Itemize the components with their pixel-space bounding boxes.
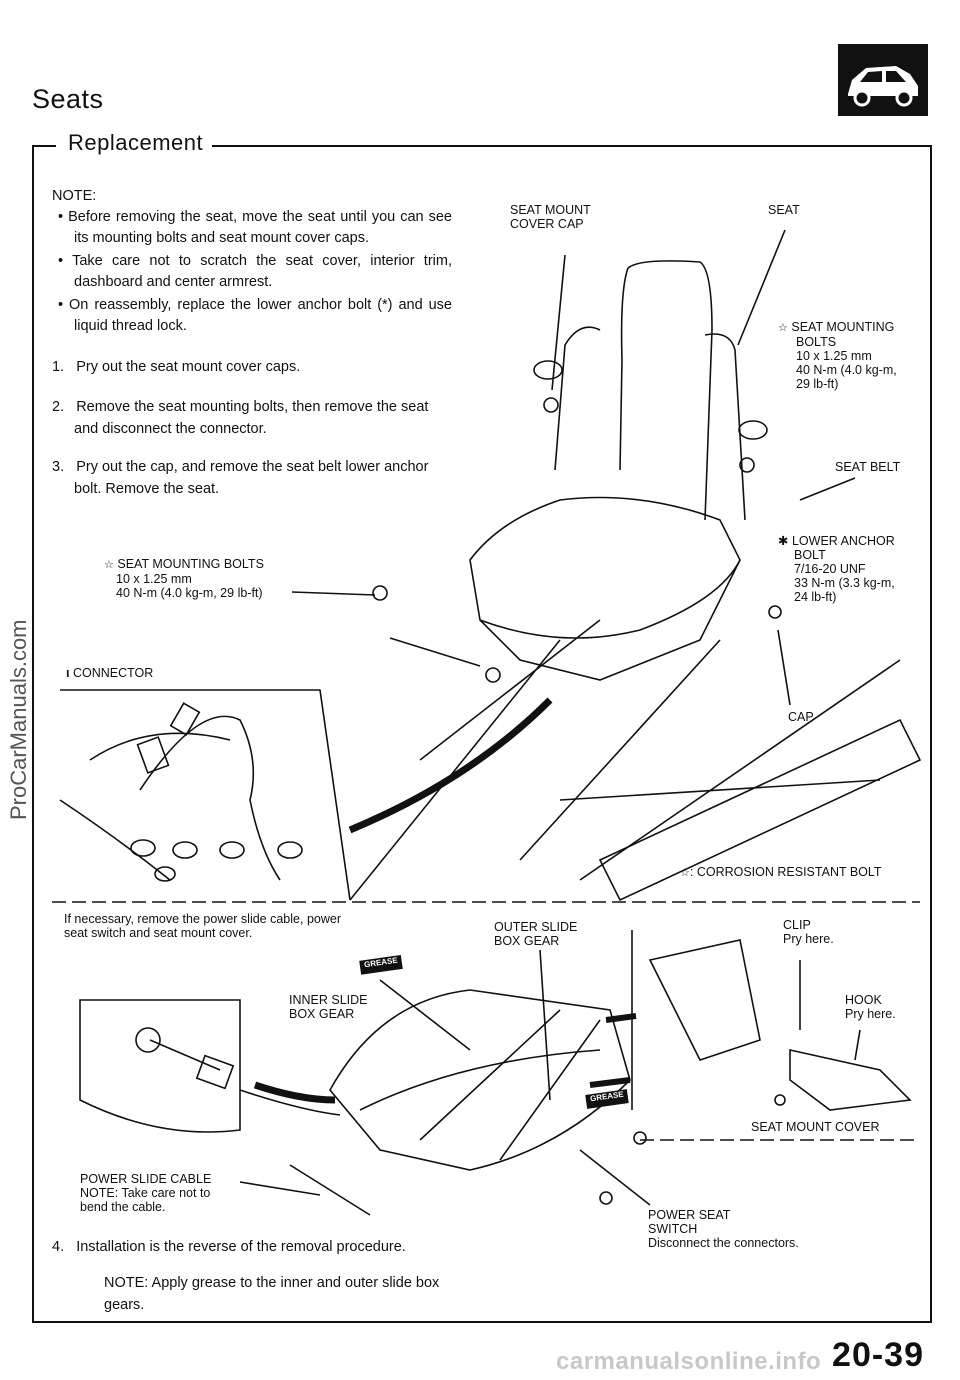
step-4: 4. Installation is the reverse of the re… <box>52 1239 406 1255</box>
final-note: NOTE: Apply grease to the inner and oute… <box>104 1275 440 1313</box>
step-1: 1. Pry out the seat mount cover caps. <box>52 359 301 375</box>
label-power-slide-note: If necessary, remove the power slide cab… <box>64 912 341 940</box>
label-seat: SEAT <box>768 203 800 217</box>
note-heading: NOTE: <box>52 188 97 204</box>
label-cap: CAP <box>788 710 814 724</box>
label-lower-anchor-bolt: ✱ LOWER ANCHOR BOLT 7/16-20 UNF 33 N-m (… <box>778 534 895 604</box>
note-bullet: • Take care not to scratch the seat cove… <box>58 253 452 290</box>
star-icon: ☆ <box>778 322 788 334</box>
step-2: 2. Remove the seat mounting bolts, then … <box>52 399 429 437</box>
label-seat-mounting-bolts-right: ☆ SEAT MOUNTING BOLTS 10 x 1.25 mm 40 N-… <box>778 320 897 391</box>
section-frame <box>32 145 932 1323</box>
frame-top-left <box>32 145 56 147</box>
label-corrosion-legend: ☆: CORROSION RESISTANT BOLT <box>680 865 882 879</box>
car-body-icon <box>838 44 928 116</box>
note-bullet: • On reassembly, replace the lower ancho… <box>58 297 452 334</box>
watermark-bottom: carmanualsonline.info <box>556 1348 822 1375</box>
label-seat-mount-cover: SEAT MOUNT COVER <box>751 1120 880 1134</box>
watermark-left: ProCarManuals.com <box>6 619 31 820</box>
page-number: 20-39 <box>832 1336 924 1374</box>
label-seat-mounting-bolts-left: ☆ SEAT MOUNTING BOLTS 10 x 1.25 mm 40 N-… <box>104 557 264 600</box>
step-3: 3. Pry out the cap, and remove the seat … <box>52 459 429 497</box>
page-title: Seats <box>32 84 104 114</box>
label-power-slide-cable: POWER SLIDE CABLE NOTE: Take care not to… <box>80 1172 212 1214</box>
label-connector: ı CONNECTOR <box>66 666 154 680</box>
label-power-seat-switch: POWER SEAT SWITCH Disconnect the connect… <box>648 1208 799 1250</box>
note-bullet: • Before removing the seat, move the sea… <box>58 209 453 246</box>
label-seat-belt: SEAT BELT <box>835 460 901 474</box>
star-icon: ☆ <box>104 559 114 571</box>
frame-top-right <box>212 145 930 147</box>
star-icon: ☆ <box>680 867 690 879</box>
section-subtitle: Replacement <box>62 130 210 156</box>
note-block: NOTE: • Before removing the seat, move t… <box>52 186 452 339</box>
asterisk-icon: ✱ <box>778 534 789 548</box>
